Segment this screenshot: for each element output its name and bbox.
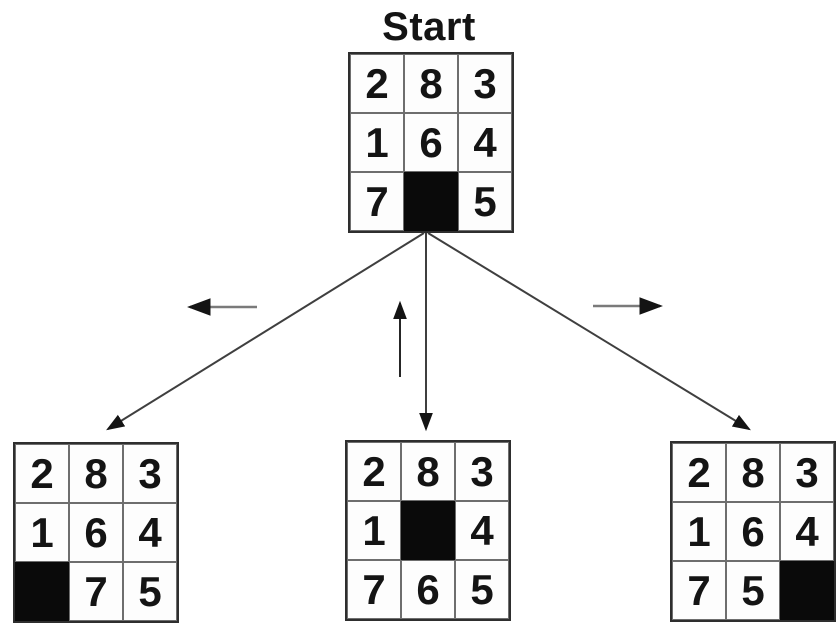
blank-tile: [404, 172, 458, 231]
puzzle-tile: 5: [123, 562, 177, 621]
puzzle-tile: 1: [15, 503, 69, 562]
puzzle-tile: 1: [347, 501, 401, 560]
puzzle-tile: 3: [123, 444, 177, 503]
puzzle-tile: 6: [69, 503, 123, 562]
puzzle-tile: 5: [726, 561, 780, 620]
puzzle-grid-left-child: 2 8 3 1 6 4 7 5: [13, 442, 179, 623]
puzzle-tile: 3: [458, 54, 512, 113]
start-label: Start: [382, 5, 476, 49]
puzzle-tile: 7: [69, 562, 123, 621]
puzzle-grid-start: 2 8 3 1 6 4 7 5: [348, 52, 514, 233]
puzzle-tile: 8: [69, 444, 123, 503]
puzzle-tile: 2: [347, 442, 401, 501]
puzzle-tile: 4: [780, 502, 834, 561]
puzzle-tile: 7: [350, 172, 404, 231]
puzzle-tile: 3: [455, 442, 509, 501]
blank-tile: [780, 561, 834, 620]
puzzle-tile: 2: [672, 443, 726, 502]
puzzle-tile: 6: [404, 113, 458, 172]
puzzle-tile: 3: [780, 443, 834, 502]
blank-tile: [15, 562, 69, 621]
puzzle-tile: 1: [672, 502, 726, 561]
blank-tile: [401, 501, 455, 560]
puzzle-tile: 5: [455, 560, 509, 619]
puzzle-tile: 8: [404, 54, 458, 113]
puzzle-tile: 4: [455, 501, 509, 560]
puzzle-tile: 7: [672, 561, 726, 620]
puzzle-tile: 4: [123, 503, 177, 562]
puzzle-tile: 4: [458, 113, 512, 172]
puzzle-tile: 6: [726, 502, 780, 561]
puzzle-tile: 2: [350, 54, 404, 113]
puzzle-tile: 5: [458, 172, 512, 231]
puzzle-tile: 1: [350, 113, 404, 172]
puzzle-tile: 6: [401, 560, 455, 619]
edge-to-right-child: [427, 232, 751, 431]
edge-to-left-child: [106, 232, 425, 431]
puzzle-grid-middle-child: 2 8 3 1 4 7 6 5: [345, 440, 511, 621]
puzzle-tile: 8: [726, 443, 780, 502]
puzzle-tile: 7: [347, 560, 401, 619]
puzzle-tile: 8: [401, 442, 455, 501]
puzzle-grid-right-child: 2 8 3 1 6 4 7 5: [670, 441, 836, 622]
puzzle-tile: 2: [15, 444, 69, 503]
